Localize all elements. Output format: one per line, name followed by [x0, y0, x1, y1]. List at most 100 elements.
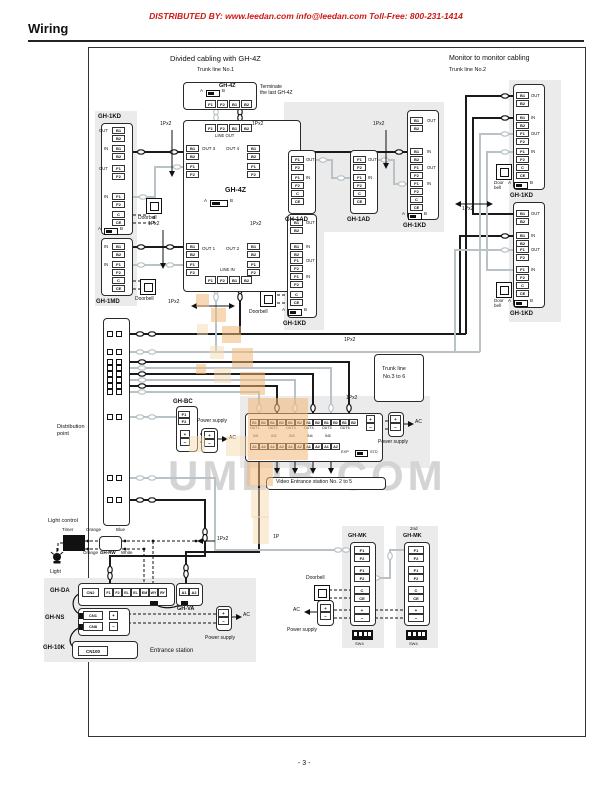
- terminal-b1: B1: [410, 148, 423, 155]
- terminal-f2: F2: [186, 269, 199, 276]
- terminal-f1: F1: [408, 546, 424, 554]
- terminal-a2: A2: [331, 443, 340, 450]
- ab-switch: [408, 213, 422, 220]
- diagram-label: Light: [50, 569, 61, 575]
- terminal-b1: B1: [516, 210, 529, 217]
- black-box: [79, 624, 83, 630]
- terminal-f1: F1: [186, 261, 199, 268]
- diagram-label: IN: [306, 274, 311, 279]
- terminal-f2: F2: [353, 182, 366, 189]
- terminal-f2: F2: [410, 172, 423, 179]
- diagram-label: Trunk line No.2: [449, 67, 487, 73]
- distribution-terminal: [107, 389, 113, 395]
- terminal-b1: B1: [516, 232, 529, 239]
- diagram-label: OUT 4: [226, 146, 240, 151]
- terminal-f2: F2: [354, 574, 370, 582]
- terminal-f1: F1: [104, 588, 113, 597]
- diagram-label: 1Px2: [462, 206, 474, 212]
- diagram-label: Power supply: [287, 627, 318, 633]
- terminal-a2: A2: [259, 443, 268, 450]
- switch-label-a: A: [282, 307, 286, 312]
- diagram-label: OUT: [306, 157, 315, 162]
- terminal-f2: F2: [354, 554, 370, 562]
- terminal-ce: CE: [516, 172, 529, 179]
- terminal-b2: B2: [295, 419, 304, 426]
- doorbell-icon: [314, 585, 330, 601]
- terminal-c: C: [112, 211, 125, 218]
- black-box: [79, 613, 83, 619]
- terminal-a1: A1: [286, 443, 295, 450]
- distribution-terminal: [116, 497, 122, 503]
- terminal-+: +: [390, 415, 401, 423]
- diagram-label: bell: [494, 303, 502, 308]
- terminal-b1: B1: [322, 419, 331, 426]
- distribution-terminal: [107, 377, 113, 383]
- diagram-label: 1Px2: [373, 121, 385, 127]
- diagram-label: GH-4Z: [225, 187, 246, 194]
- terminal-+: +: [354, 606, 370, 614]
- diagram-label: Monitor to monitor cabling: [449, 55, 530, 62]
- terminal-f1: F1: [516, 246, 529, 253]
- terminal-b1: B1: [290, 243, 303, 250]
- distribution-terminal: [116, 383, 122, 389]
- diagram-label: GH-RW: [100, 550, 116, 555]
- terminal-f2: F2: [516, 138, 529, 145]
- terminal-b1: B1: [112, 145, 125, 152]
- dip-switch-sw4: [406, 630, 427, 640]
- distribution-terminal: [107, 475, 113, 481]
- switch-label-b: B: [230, 198, 234, 203]
- diagram-label: OUT: [531, 131, 540, 136]
- terminal-b2: B2: [247, 251, 260, 258]
- switch-label-a: A: [402, 211, 406, 216]
- terminal-+: +: [204, 431, 215, 439]
- terminal-wy: WY: [149, 588, 158, 597]
- diagram-label: OUT: [531, 93, 540, 98]
- terminal-c: C: [516, 282, 529, 289]
- terminal-+: +: [109, 611, 118, 620]
- terminal-f2: F2: [408, 574, 424, 582]
- terminal-b1: B1: [286, 419, 295, 426]
- terminal-f2: F2: [217, 100, 228, 108]
- terminal-ce: CE: [408, 594, 424, 602]
- diagram-label: GH-1MD: [96, 299, 120, 305]
- terminal-ce: CE: [112, 219, 125, 226]
- diagram-label: AC: [229, 435, 236, 441]
- terminal-−: −: [354, 614, 370, 622]
- ab-switch: [206, 90, 220, 97]
- terminal-cn8: CN8: [83, 622, 103, 631]
- terminal-−: −: [320, 612, 331, 620]
- diagram-label: Doorbell: [138, 215, 157, 221]
- diagram-label: point: [57, 431, 69, 437]
- diagram-label: LINE OUT: [215, 133, 235, 138]
- diagram-label: OUT 1: [202, 246, 216, 251]
- terminal-b2: B2: [290, 227, 303, 234]
- terminal-f1: F1: [354, 546, 370, 554]
- terminal-b1: B1: [229, 124, 240, 132]
- diagram-label: IN: [104, 244, 109, 249]
- terminal-f1: F1: [354, 566, 370, 574]
- diagram-label: GH-MK: [348, 533, 367, 539]
- terminal-f2: F2: [410, 188, 423, 195]
- doorbell-icon: [140, 279, 156, 295]
- diagram-label: GH-1AD: [285, 217, 309, 223]
- terminal-f1: F1: [290, 273, 303, 280]
- terminal-b2: B2: [410, 125, 423, 132]
- terminal-b2: B2: [112, 135, 125, 142]
- terminal-cn1: CN1: [83, 611, 103, 620]
- diagram-label: GH-1KD: [98, 114, 122, 120]
- diagram-label: STD: [370, 450, 378, 454]
- terminal-b1: B1: [268, 419, 277, 426]
- terminal-f1: F1: [112, 261, 125, 268]
- terminal-a1: A1: [179, 588, 189, 596]
- terminal-f2: F2: [408, 554, 424, 562]
- diagram-label: GH-1KD: [510, 311, 534, 317]
- terminal-ce: CE: [112, 285, 125, 292]
- terminal-b1: B1: [247, 243, 260, 250]
- terminal-b2: B2: [516, 122, 529, 129]
- diagram-label: OUT: [368, 157, 377, 162]
- unit-box: [183, 120, 301, 292]
- dip-switch-sw4: [352, 630, 373, 640]
- diagram-label: IN: [427, 149, 432, 154]
- terminal-b1: B1: [229, 276, 240, 284]
- terminal-b1: B1: [290, 219, 303, 226]
